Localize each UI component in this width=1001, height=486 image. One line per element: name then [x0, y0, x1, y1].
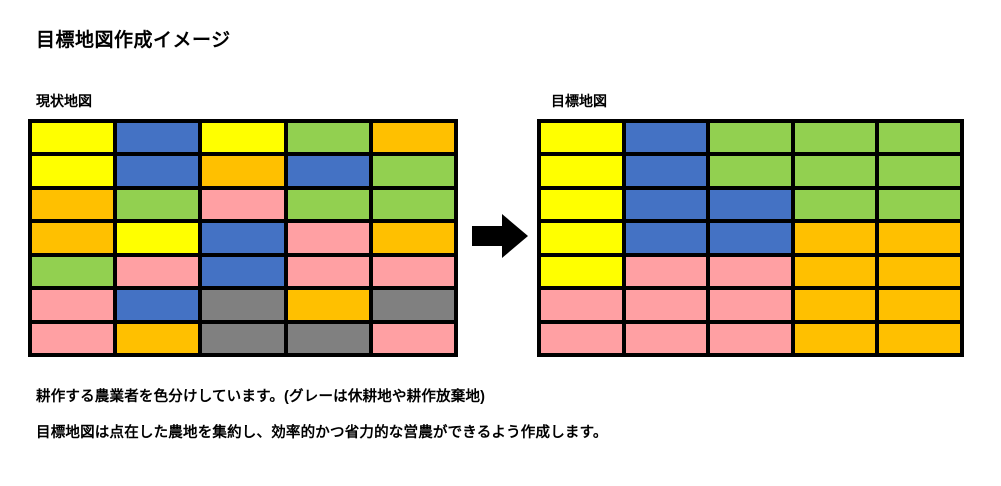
map-cell [117, 123, 199, 153]
map-cell [372, 156, 454, 186]
map-cell [117, 223, 199, 253]
map-cell [625, 323, 707, 353]
map-cell [541, 123, 622, 153]
map-cell [879, 323, 960, 353]
map-cell [879, 156, 960, 186]
map-cell [202, 189, 284, 220]
map-cell [372, 123, 454, 153]
map-cell [287, 223, 369, 253]
map-cell [794, 156, 876, 186]
page-title: 目標地図作成イメージ [36, 30, 231, 51]
map-cell [710, 290, 791, 320]
map-cell [32, 290, 114, 320]
map-cell [117, 156, 199, 186]
map-cell [710, 156, 791, 186]
map-cell [372, 223, 454, 253]
map-cell [794, 123, 876, 153]
map-cell [202, 123, 284, 153]
map-cell [32, 123, 114, 153]
map-cell [541, 323, 622, 353]
map-cell [372, 189, 454, 220]
legend-caption: 耕作する農業者を色分けしています。(グレーは休耕地や耕作放棄地) [36, 389, 486, 405]
map-cell [287, 123, 369, 153]
map-cell [794, 290, 876, 320]
map-cell [541, 290, 622, 320]
map-cell [117, 256, 199, 287]
map-cell [625, 290, 707, 320]
map-cell [372, 323, 454, 353]
map-cell [117, 189, 199, 220]
map-cell [32, 256, 114, 287]
map-cell [117, 323, 199, 353]
map-cell [202, 256, 284, 287]
map-cell [541, 189, 622, 220]
purpose-caption: 目標地図は点在した農地を集約し、効率的かつ省力的な営農ができるよう作成します。 [36, 425, 608, 441]
map-cell [625, 123, 707, 153]
map-cell [710, 123, 791, 153]
map-cell [625, 223, 707, 253]
map-cell [879, 223, 960, 253]
map-cell [541, 156, 622, 186]
right-arrow-icon [472, 213, 528, 259]
map-cell [32, 156, 114, 186]
map-cell [625, 256, 707, 287]
map-cell [287, 323, 369, 353]
map-cell [541, 223, 622, 253]
map-cell [372, 256, 454, 287]
map-cell [202, 290, 284, 320]
map-cell [541, 256, 622, 287]
map-cell [32, 223, 114, 253]
map-cell [710, 323, 791, 353]
map-cell [710, 223, 791, 253]
map-cell [794, 323, 876, 353]
map-cell [287, 156, 369, 186]
current-map-label: 現状地図 [36, 93, 92, 109]
map-cell [625, 189, 707, 220]
map-cell [710, 256, 791, 287]
map-cell [794, 223, 876, 253]
map-cell [202, 223, 284, 253]
target-map-label: 目標地図 [551, 93, 607, 109]
map-cell [287, 189, 369, 220]
current-map-grid [28, 119, 458, 357]
map-cell [879, 256, 960, 287]
map-cell [879, 189, 960, 220]
map-cell [287, 290, 369, 320]
map-cell [372, 290, 454, 320]
map-cell [287, 256, 369, 287]
map-cell [710, 189, 791, 220]
map-cell [879, 290, 960, 320]
map-cell [202, 323, 284, 353]
map-cell [794, 256, 876, 287]
map-cell [794, 189, 876, 220]
target-map-grid [537, 119, 964, 357]
map-cell [879, 123, 960, 153]
map-cell [202, 156, 284, 186]
map-cell [117, 290, 199, 320]
map-cell [625, 156, 707, 186]
map-cell [32, 323, 114, 353]
map-cell [32, 189, 114, 220]
